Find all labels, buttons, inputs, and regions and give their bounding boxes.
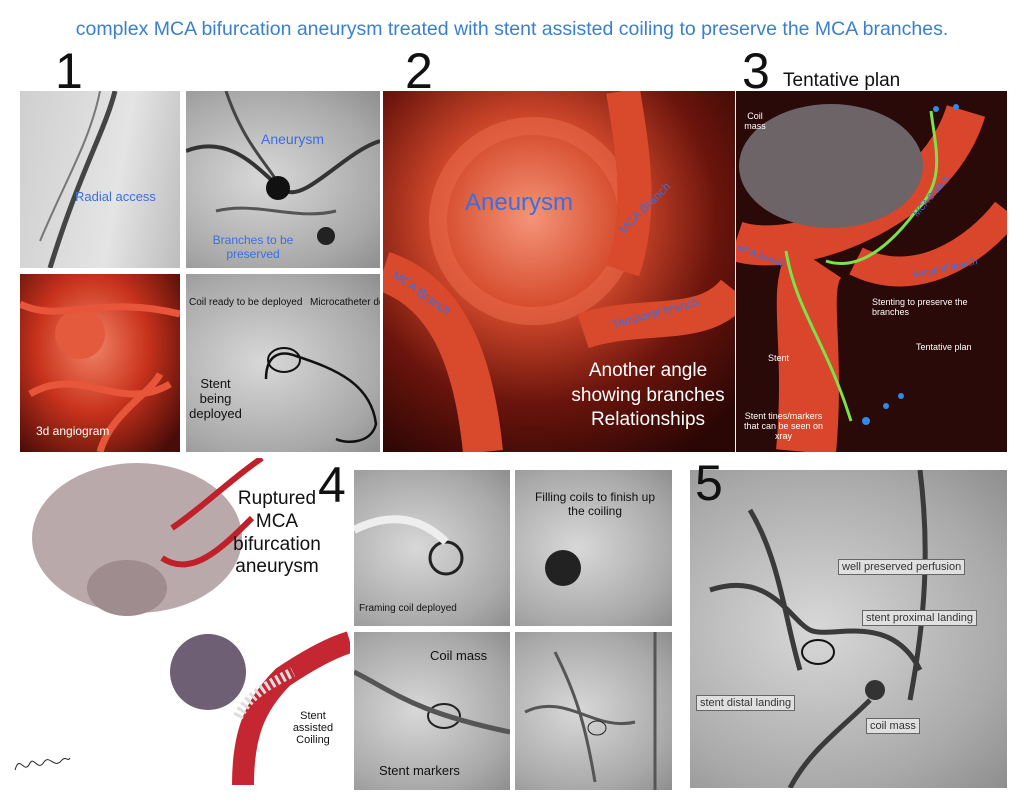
final-result-thumbnail — [515, 632, 672, 790]
filling-coils-image: Filling coils to finish up the coiling — [515, 470, 672, 626]
3d-angiogram-image: 3d angiogram — [20, 274, 180, 452]
branches-label: Branches to be preserved — [212, 233, 294, 261]
tentative-plan-heading: Tentative plan — [783, 70, 901, 91]
framing-coil-image: Framing coil deployed — [354, 470, 510, 626]
aneurysm-label: Aneurysm — [261, 131, 325, 147]
stent-deploy-image: Coil ready to be deployed Microcatheter … — [186, 274, 380, 452]
stent-markers-label: Stent markers — [379, 763, 460, 778]
proximal-landing-label: stent proximal landing — [862, 610, 978, 626]
page-title: complex MCA bifurcation aneurysm treated… — [75, 18, 949, 40]
panel-number-1: 1 — [55, 43, 83, 99]
final-angiogram-image: well preserved perfusion stent proximal … — [690, 470, 1007, 788]
3d-angiogram-label: 3d angiogram — [36, 424, 110, 438]
panel-number-3: 3 — [742, 43, 770, 99]
stent-label: Stent — [768, 353, 790, 363]
perfusion-label: well preserved perfusion — [838, 559, 966, 575]
stenting-label: Stenting to preserve the branches — [872, 297, 968, 317]
another-angle-caption: Another angle showing branches Relations… — [571, 360, 725, 431]
signature — [12, 748, 72, 778]
tentative-plan-render: Coil mass MCA Branch MCA Branch Temporal… — [736, 91, 1007, 452]
coil-mass-label: Coil mass — [430, 648, 488, 663]
distal-landing-label: stent distal landing — [696, 695, 796, 711]
3d-aneurysm-render: Aneurysm MCA Branch MCA Branch Temporal … — [383, 91, 735, 452]
panel-number-4: 4 — [318, 457, 346, 513]
stent-being-deployed-label: Stent being deployed — [189, 376, 242, 421]
brain-illustration — [22, 458, 297, 623]
microcatheter-label: Microcatheter deploying the ste — [310, 297, 380, 308]
ruptured-aneurysm-caption: Ruptured MCA bifurcation aneurysm — [233, 488, 321, 578]
radial-access-image: Radial access — [20, 91, 180, 268]
aneurysm-label: Aneurysm — [465, 189, 574, 216]
coil-mass-image: Coil mass Stent markers — [354, 632, 510, 790]
panel-number-2: 2 — [405, 43, 433, 99]
stent-markers-label: Stent tines/markers that can be seen on … — [743, 411, 824, 441]
coil-ready-label: Coil ready to be deployed — [189, 297, 303, 308]
radial-access-label: Radial access — [75, 189, 156, 204]
tentative-plan-label: Tentative plan — [916, 342, 972, 352]
filling-coils-label: Filling coils to finish up the coiling — [534, 490, 656, 518]
panel-number-5: 5 — [695, 455, 723, 511]
coil-mass-label: coil mass — [866, 718, 920, 734]
stent-assisted-caption: Stent assisted Coiling — [292, 710, 334, 746]
coil-mass-label: Coil mass — [744, 111, 766, 131]
aneurysm-angiogram-image: Aneurysm Branches to be preserved — [186, 91, 380, 268]
stent-coiling-illustration: Stent assisted Coiling — [143, 617, 350, 785]
framing-coil-label: Framing coil deployed — [359, 603, 457, 614]
